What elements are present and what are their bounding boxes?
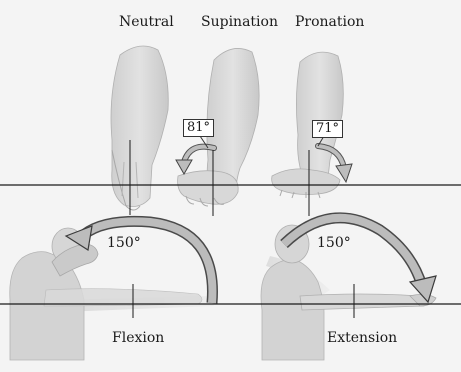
pronation-angle-box: 71° — [312, 120, 343, 138]
flexion-angle-label: 150° — [107, 236, 141, 250]
pronation-label: Pronation — [295, 15, 364, 29]
flexion-label: Flexion — [112, 331, 164, 345]
extension-label: Extension — [327, 331, 397, 345]
extension-angle-label: 150° — [317, 236, 351, 250]
neutral-label: Neutral — [119, 15, 174, 29]
supination-label: Supination — [201, 15, 278, 29]
supination-angle-box: 81° — [183, 119, 214, 137]
